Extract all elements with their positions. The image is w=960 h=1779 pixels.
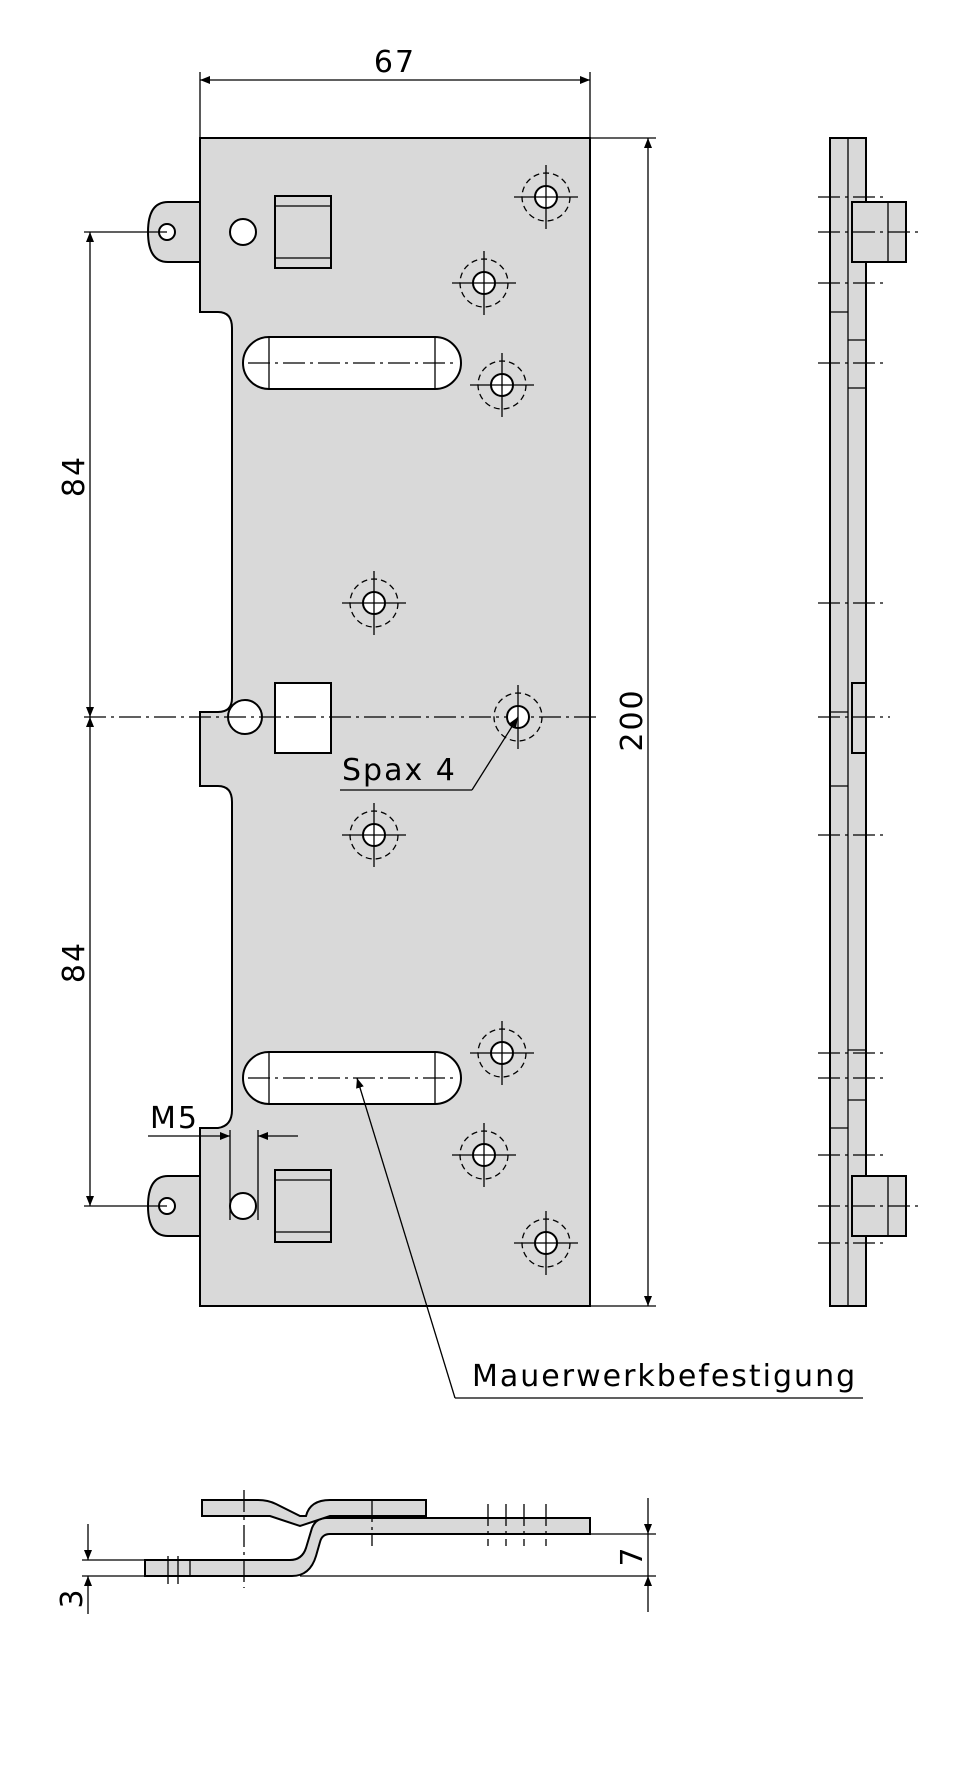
top-tab-bolt (229, 218, 257, 246)
screw-hole (514, 1211, 578, 1275)
section-view: 7 3 (55, 1490, 656, 1614)
masonry-callout-label: Mauerwerkbefestigung (472, 1359, 857, 1394)
side-view (818, 137, 920, 1307)
upper-tab (201, 1499, 427, 1528)
screw-hole (452, 251, 516, 315)
upper-slot (242, 336, 462, 390)
lower-slot (242, 1051, 462, 1105)
dim-thickness-label: 3 (55, 1587, 90, 1608)
dim-pitch-lower-label: 84 (57, 941, 92, 983)
thread-label: M5 (150, 1101, 199, 1136)
screw-callout-label: Spax 4 (342, 753, 457, 788)
mounting-plate (199, 137, 591, 1307)
screw-hole (514, 165, 578, 229)
bottom-tab-bolt (229, 1192, 257, 1220)
screw-holes (342, 165, 578, 1275)
lower-flange (144, 1517, 591, 1577)
screw-hole (470, 353, 534, 417)
side-ticks (818, 196, 888, 1244)
center-square (274, 682, 332, 754)
dim-height-label: 200 (615, 688, 650, 751)
dim-offset-label: 7 (615, 1545, 650, 1566)
dim-width-label: 67 (374, 45, 416, 80)
screw-hole (452, 1123, 516, 1187)
bottom-clip (274, 1169, 332, 1243)
screw-hole (342, 571, 406, 635)
dim-pitch-upper-label: 84 (57, 455, 92, 497)
screw-hole (470, 1021, 534, 1085)
screw-hole (342, 803, 406, 867)
front-view: 67 200 84 84 M5 Spax 4 Mauerwerkbefestig… (57, 45, 863, 1399)
top-clip (274, 195, 332, 269)
